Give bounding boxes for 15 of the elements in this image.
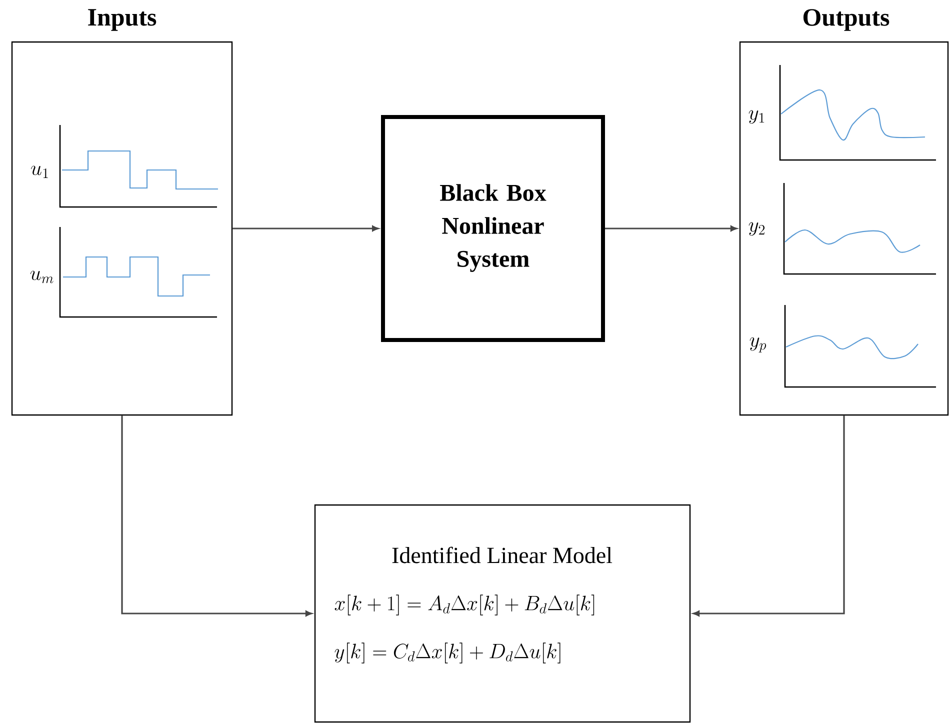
- arrow: [121, 416, 312, 616]
- signal-label: $u_m$: [30, 270, 54, 284]
- arrow: [693, 416, 845, 616]
- signal-label: $y_1$: [748, 110, 764, 124]
- panel-heading: Inputs: [88, 9, 156, 31]
- arrow: [605, 226, 738, 232]
- panel-heading: Outputs: [803, 9, 890, 31]
- signal-label: $y_2$: [748, 222, 765, 236]
- output-equation: $y[k] = C_d\Delta x[k] + D_d\Delta u[k]$: [334, 642, 560, 664]
- model-title: Identified Linear Model: [392, 546, 612, 564]
- state-equation: $x[k+1] = A_d\Delta x[k] + B_d\Delta u[k]$: [334, 594, 594, 616]
- signal-label: $y_p$: [750, 337, 766, 352]
- box-label: Black Box Nonlinear System: [440, 184, 546, 272]
- signal-label: $u_1$: [31, 166, 48, 178]
- arrow: [232, 226, 379, 232]
